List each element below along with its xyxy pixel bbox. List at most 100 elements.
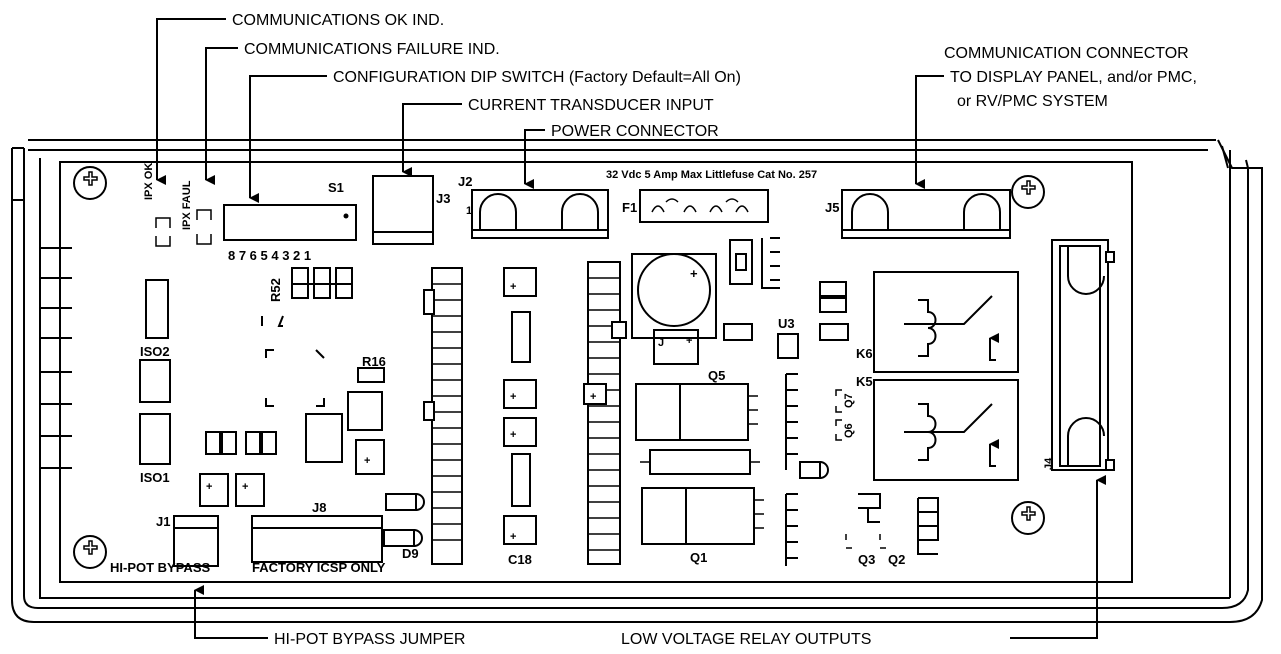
q1-label: Q1 (690, 550, 707, 565)
svg-text:+: + (242, 481, 248, 493)
callout-leaders (156, 18, 1106, 639)
transistor-q1 (641, 487, 764, 545)
k6-label: K6 (856, 346, 873, 361)
mounting-screw-icon (1011, 175, 1045, 209)
resistor-group-q3 (858, 493, 939, 555)
q3-label: Q3 (858, 552, 875, 567)
terminal-strip-left (423, 267, 463, 565)
jumper-j1 (173, 515, 219, 567)
c18-label: C18 (508, 552, 532, 567)
d9-label: D9 (402, 546, 419, 561)
led-ipx-ok (155, 217, 171, 247)
connector-j4 (1051, 239, 1115, 471)
r52-label: R52 (268, 278, 283, 302)
r16-label: R16 (362, 354, 386, 369)
j2-label: J2 (458, 174, 472, 189)
isolator-upper (139, 359, 171, 403)
hipot-bypass-label: HI-POT BYPASS (110, 560, 210, 575)
svg-text:+: + (510, 281, 516, 293)
j3-label: J3 (436, 191, 450, 206)
iso1-label: ISO1 (140, 470, 170, 485)
diode-d9 (383, 493, 425, 547)
polar-capacitors: + + (199, 473, 265, 507)
resistor-row (205, 431, 277, 455)
processor-footprint (261, 315, 325, 407)
k5-label: K5 (856, 374, 873, 389)
fuse-f1 (639, 189, 769, 223)
svg-text:+: + (510, 429, 516, 441)
resistor-r16 (357, 367, 385, 383)
power-connector-callout: POWER CONNECTOR (551, 123, 719, 140)
mounting-screw-icon (73, 535, 107, 569)
j2-pin1-label: 1 (466, 205, 472, 217)
j1-label: J1 (156, 514, 170, 529)
resistor-stack (761, 237, 780, 289)
q5-label: Q5 (708, 368, 725, 383)
comm-ok-callout: COMMUNICATIONS OK IND. (232, 12, 444, 29)
current-input-callout: CURRENT TRANSDUCER INPUT (468, 97, 714, 114)
relay-k6 (873, 271, 1019, 373)
fuse-note: 32 Vdc 5 Amp Max Littlefuse Cat No. 257 (606, 169, 817, 181)
ipx-faul-label: IPX FAUL (181, 180, 193, 230)
svg-text:+: + (206, 481, 212, 493)
q6-label: Q6 (843, 423, 855, 438)
hipot-jumper-callout: HI-POT BYPASS JUMPER (274, 631, 465, 648)
j4-label: J4 (1043, 457, 1055, 470)
svg-text:J: J (658, 337, 664, 349)
resistor-r52-group (291, 267, 353, 299)
f1-label: F1 (622, 200, 637, 215)
trimmer-component: + J (653, 329, 699, 365)
comm-connector-callout-line2: TO DISPLAY PANEL, and/or PMC, (950, 69, 1197, 86)
comm-connector-callout-line3: or RV/PMC SYSTEM (957, 93, 1108, 110)
relay-k5 (873, 379, 1019, 481)
iso2-label: ISO2 (140, 344, 170, 359)
terminal-strip-center: + (583, 261, 627, 565)
enclosure-outline (11, 139, 1263, 623)
connector-j8 (251, 515, 383, 563)
transistor-q5 (635, 383, 758, 441)
j8-label: J8 (312, 500, 326, 515)
capacitor-block (347, 391, 383, 431)
dip-switch-s1 (223, 204, 357, 241)
q2-label: Q2 (888, 552, 905, 567)
svg-text:+: + (364, 455, 370, 467)
factory-icsp-label: FACTORY ICSP ONLY (252, 560, 386, 575)
connector-j5 (841, 189, 1011, 239)
resistor-power (649, 449, 751, 475)
polar-capacitor (355, 439, 385, 475)
mounting-screw-icon (1011, 501, 1045, 535)
u3-label: U3 (778, 316, 795, 331)
mounting-screw-icon (73, 166, 107, 200)
q3-q2-footprints (845, 534, 886, 549)
regulator (729, 239, 753, 285)
comm-fail-callout: COMMUNICATIONS FAILURE IND. (244, 41, 500, 58)
electrolytic-capacitor: + (631, 253, 717, 339)
q6-q7-footprints (835, 389, 842, 441)
q7-label: Q7 (843, 393, 855, 408)
resistor-column-lower (785, 493, 798, 566)
svg-text:+: + (686, 335, 692, 347)
j5-label: J5 (825, 200, 839, 215)
comm-connector-callout-line1: COMMUNICATION CONNECTOR (944, 45, 1189, 62)
isolator-iso1 (139, 413, 171, 465)
svg-text:+: + (590, 391, 596, 403)
edge-tabs (40, 247, 72, 469)
ic-block (305, 413, 343, 463)
small-components (723, 281, 849, 341)
relay-outputs-callout: LOW VOLTAGE RELAY OUTPUTS (621, 631, 871, 648)
resistor-column-upper (785, 373, 829, 479)
svg-text:+: + (510, 391, 516, 403)
connector-j2 (471, 189, 609, 239)
svg-text:+: + (510, 531, 516, 543)
connector-j3 (372, 175, 434, 245)
dip-switch-numbers: 8 7 6 5 4 3 2 1 (228, 248, 311, 263)
ipx-ok-label: IPX OK (143, 163, 155, 200)
isolator-iso2 (145, 279, 169, 339)
s1-label: S1 (328, 180, 344, 195)
dip-switch-callout: CONFIGURATION DIP SWITCH (Factory Defaul… (333, 69, 741, 86)
ic-u3 (777, 333, 799, 359)
capacitor-column: + + + + (503, 267, 537, 545)
pcb-outline (59, 161, 1133, 583)
svg-text:+: + (690, 266, 698, 281)
